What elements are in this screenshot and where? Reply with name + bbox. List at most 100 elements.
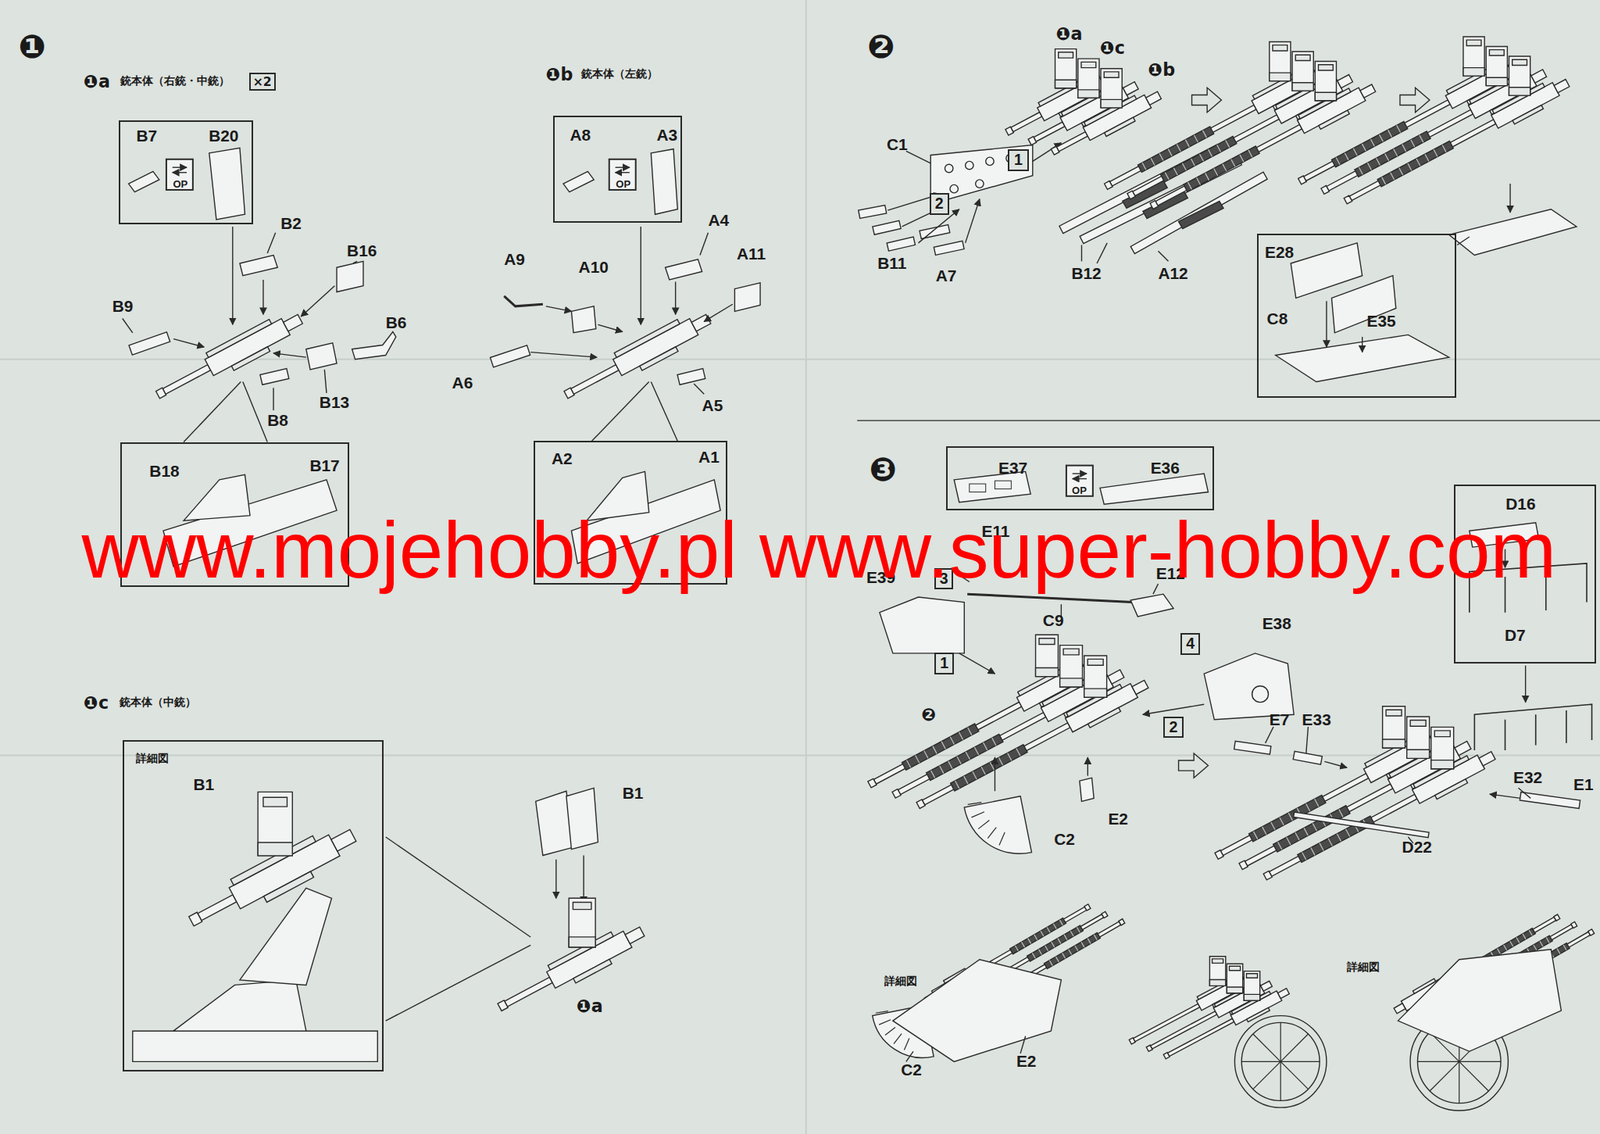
part-outline xyxy=(1128,1037,1136,1044)
leader-arrow xyxy=(597,324,622,332)
part-outline xyxy=(1010,917,1067,954)
part-number: A4 xyxy=(707,211,729,230)
sequence-number: 1 xyxy=(939,654,949,672)
jacket-rib xyxy=(958,732,963,740)
part-outline xyxy=(1292,51,1314,91)
hole xyxy=(975,179,984,188)
leader-arrow xyxy=(1072,478,1087,479)
magazine xyxy=(1060,645,1083,687)
jacket-rib xyxy=(1040,930,1044,936)
part-number: E35 xyxy=(1367,311,1397,330)
jacket-rib xyxy=(1081,941,1085,947)
jacket-rib xyxy=(1173,167,1178,175)
part-outline xyxy=(1065,683,1139,733)
part-outline xyxy=(1130,593,1174,617)
leader-line xyxy=(1265,726,1274,743)
jacket-rib xyxy=(1328,838,1333,847)
leader-line xyxy=(885,1027,896,1036)
part-outline xyxy=(677,368,706,386)
leader-arrow xyxy=(1509,183,1511,213)
magazine xyxy=(1431,726,1454,768)
part-outline xyxy=(1081,61,1097,68)
part-outline xyxy=(1103,71,1119,78)
leader-arrow xyxy=(582,855,584,904)
part-outline xyxy=(1101,910,1108,918)
jacket-rib xyxy=(1188,182,1193,190)
jacket-rib xyxy=(1278,841,1283,850)
part-number: E2 xyxy=(1016,1052,1037,1071)
part-outline xyxy=(978,906,1087,971)
part-outline xyxy=(919,224,950,239)
part-outline xyxy=(1434,730,1450,737)
part-outline xyxy=(1331,275,1396,333)
step-number-box: 2 xyxy=(929,192,950,215)
gun-drawing xyxy=(469,875,649,1020)
part-outline xyxy=(257,842,293,856)
inset-box: B7OPB20 xyxy=(118,120,254,225)
jacket-rib xyxy=(1075,945,1079,951)
leader-arrow xyxy=(262,279,264,315)
step-number-box: 1 xyxy=(934,652,954,675)
part-number: B20 xyxy=(208,127,239,146)
leader-line xyxy=(978,820,990,829)
part-outline xyxy=(639,346,679,371)
leader-line xyxy=(1459,1060,1501,1062)
part-outline xyxy=(1058,52,1074,58)
jacket-rib xyxy=(1200,153,1204,161)
part-outline xyxy=(1183,146,1260,192)
part-number: B16 xyxy=(346,242,377,261)
part-outline xyxy=(503,296,543,307)
caption-text: 詳細図 xyxy=(884,975,918,989)
part-outline xyxy=(665,259,703,280)
jacket-rib xyxy=(1253,831,1258,840)
jacket-rib xyxy=(981,766,986,775)
jacket-rib xyxy=(1016,747,1021,756)
part-outline xyxy=(1519,792,1580,809)
jacket-rib xyxy=(1185,139,1190,147)
part-outline xyxy=(306,342,337,370)
part-outline xyxy=(568,897,596,947)
inset-box: E37OPE36 xyxy=(946,446,1215,511)
leader-line xyxy=(878,1019,891,1025)
part-outline xyxy=(1133,1003,1200,1041)
jacket-rib xyxy=(941,741,946,750)
part-outline xyxy=(204,318,290,376)
part-outline xyxy=(1531,69,1547,83)
hole xyxy=(950,184,958,193)
leader-line xyxy=(324,369,327,393)
part-outline xyxy=(950,744,1028,791)
part-number: E2 xyxy=(1107,809,1129,828)
part-outline xyxy=(1512,59,1528,65)
jacket-rib xyxy=(1007,752,1012,761)
jacket-rib xyxy=(1196,177,1201,185)
jacket-rib xyxy=(965,751,970,760)
part-outline xyxy=(1100,68,1122,108)
part-outline xyxy=(336,260,364,292)
part-outline xyxy=(1087,658,1104,665)
part-outline xyxy=(1269,41,1291,81)
magazine xyxy=(1243,971,1260,1001)
jacket-rib xyxy=(1208,149,1213,157)
jacket-rib xyxy=(1217,144,1222,152)
part-number: B12 xyxy=(1071,264,1101,283)
jacket-rib xyxy=(1546,937,1550,943)
jacket-rib xyxy=(1239,154,1244,162)
part-outline xyxy=(573,958,612,983)
part-number: C2 xyxy=(1053,829,1075,848)
jacket-rib xyxy=(1286,836,1291,845)
jacket-rib xyxy=(1076,926,1080,933)
sub-step-number: ❶a xyxy=(576,995,604,1015)
part-outline xyxy=(352,331,397,359)
part-outline xyxy=(1005,126,1014,136)
part-outline xyxy=(1110,104,1257,186)
jacket-rib xyxy=(1279,817,1284,825)
part-outline xyxy=(1463,36,1485,76)
part-number: A7 xyxy=(935,266,958,285)
jacket-rib xyxy=(1059,919,1063,925)
jacket-rib xyxy=(1393,149,1398,157)
part-outline xyxy=(1263,870,1272,879)
part-outline xyxy=(873,701,1022,784)
part-outline xyxy=(1295,54,1311,61)
part-outline xyxy=(231,346,270,371)
part-outline xyxy=(1485,46,1508,86)
